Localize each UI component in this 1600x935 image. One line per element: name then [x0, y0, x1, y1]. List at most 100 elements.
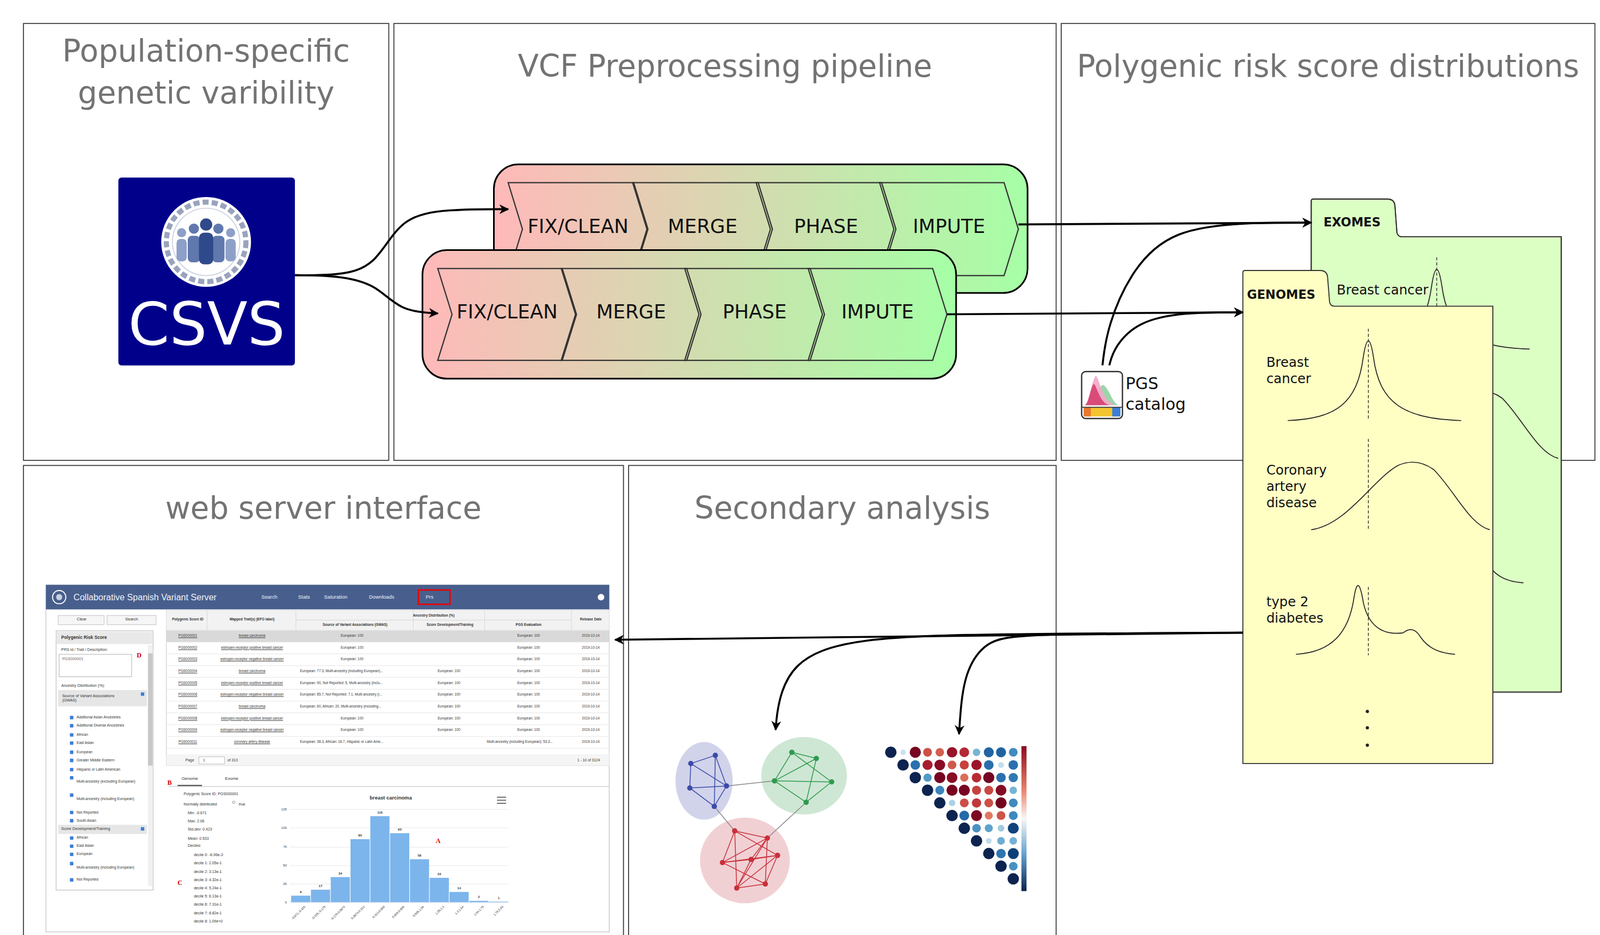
- text-holder: EXOMES: [1323, 214, 1387, 231]
- result-card: [1365, 709, 1370, 713]
- screen-text: 2019-10-14: [581, 692, 600, 697]
- correlation-heatmap: [985, 811, 994, 820]
- correlation-heatmap: [1008, 772, 1018, 783]
- screen-text: Source of Variant Associations (GWAS): [322, 622, 388, 627]
- text-holder: GENOMES: [1246, 286, 1321, 303]
- screen-text: Multi-ancestry (including European): [76, 796, 140, 802]
- pipeline-step: FIX/CLEAN: [437, 268, 577, 361]
- screen-text: estrogen-receptor negative breast cancer: [220, 692, 284, 697]
- pipeline-step: FIX/CLEAN: [508, 182, 649, 276]
- network-graph: [734, 831, 737, 889]
- chevron-outline: [808, 268, 947, 361]
- network-graph: [731, 828, 738, 834]
- network-graph: [762, 881, 768, 887]
- card-heading: GENOMES: [1246, 286, 1321, 303]
- web-screenshot: [496, 802, 507, 804]
- screen-text: PGS000004: [178, 668, 198, 673]
- panel-title: Population-specific genetic varibility: [23, 30, 389, 115]
- screen-text: European: 77.3, Multi-ancestry (includin…: [299, 668, 383, 673]
- screen-text: Greater Middle Eastern: [76, 758, 140, 763]
- correlation-heatmap: [909, 746, 921, 758]
- web-screenshot: [390, 833, 410, 903]
- node-label: IMPUTE: [879, 213, 1019, 240]
- csvs-logo: [161, 197, 251, 287]
- web-screenshot: [290, 809, 509, 903]
- network-graph: [774, 780, 806, 803]
- correlation-heatmap: [960, 798, 969, 808]
- panel: PGS catalogPolygenic risk score distribu…: [1061, 23, 1596, 461]
- screen-text: PGS000011: [178, 739, 198, 744]
- correlation-heatmap: [984, 785, 994, 796]
- correlation-heatmap: [958, 822, 970, 834]
- screen-text: South Asian: [76, 818, 140, 823]
- card-heading: EXOMES: [1323, 214, 1387, 231]
- correlation-heatmap: [946, 809, 958, 822]
- network-graph: [774, 852, 781, 859]
- node-label: FIX/CLEAN: [508, 213, 649, 240]
- csvs-logo: [188, 223, 200, 235]
- pipeline-step: PHASE: [684, 268, 825, 361]
- screen-text: Multi-ancestry (including European): 53.…: [486, 739, 553, 744]
- screen-text: PGS000007: [178, 704, 198, 709]
- panel: CSVSPopulation-specific genetic varibili…: [23, 23, 389, 461]
- web-screenshot: [290, 809, 509, 810]
- csvs-logo: [172, 208, 240, 276]
- web-screenshot: [56, 630, 153, 890]
- node-label: MERGE: [632, 213, 773, 240]
- screen-text: decile 1: 2.05e-1: [193, 860, 222, 866]
- result-card: [1365, 725, 1370, 730]
- screen-text: 2019-10-14: [581, 645, 600, 650]
- correlation-heatmap: [995, 784, 1007, 796]
- screen-text: Exome: [224, 776, 238, 781]
- node-label: FIX/CLEAN: [437, 298, 577, 326]
- pipeline-band: [422, 250, 957, 379]
- panel-title: Secondary analysis: [628, 487, 1057, 530]
- csvs-logo: [166, 201, 246, 282]
- screen-text: breast carcinoma: [238, 704, 266, 709]
- screen-text: Source of Variant Associations (GWAS): [62, 693, 126, 703]
- web-screenshot: [166, 630, 610, 643]
- screen-text: 1: [497, 895, 500, 900]
- network-graph: [736, 855, 778, 889]
- screen-text: Deciles:: [187, 843, 202, 848]
- network-graph: [712, 752, 719, 759]
- web-screenshot: [52, 590, 66, 604]
- network-graph: [789, 749, 795, 755]
- network-graph: [736, 883, 766, 889]
- network-graph: [736, 859, 752, 889]
- web-screenshot: [69, 878, 73, 882]
- density-curve: [1368, 328, 1369, 421]
- csvs-logo: [199, 218, 214, 264]
- screen-text: decile 2: 3.13e-1: [193, 869, 222, 875]
- text-holder: MERGE: [561, 298, 701, 326]
- correlation-heatmap: [985, 838, 992, 845]
- correlation-heatmap: [935, 785, 945, 795]
- web-screenshot: [166, 610, 610, 631]
- correlation-heatmap: [935, 747, 945, 757]
- screen-text: European: 100: [437, 728, 461, 732]
- correlation-heatmap: [1009, 837, 1018, 845]
- screen-text: PGS Evaluation: [515, 622, 542, 627]
- correlation-heatmap: [970, 835, 983, 847]
- screen-text: European: 100: [517, 633, 540, 638]
- screen-text: 50: [282, 863, 287, 868]
- screen-text: breast carcinoma: [369, 795, 412, 802]
- screen-text: 2019-10-14: [581, 704, 600, 709]
- screen-text: Score Development/Training: [426, 622, 474, 627]
- csvs-logo: [176, 228, 187, 238]
- web-screenshot: [69, 836, 73, 840]
- result-card: GENOMESBreast cancerCoronary artery dise…: [1242, 270, 1493, 764]
- web-screenshot: [166, 754, 610, 766]
- screen-text: European: 100: [517, 668, 540, 673]
- screen-text: PGS000008: [178, 716, 198, 720]
- web-screenshot: [496, 796, 507, 798]
- network-graph: [675, 736, 847, 904]
- screen-text: 14: [457, 885, 461, 890]
- correlation-heatmap: [946, 747, 958, 758]
- network-graph: [813, 755, 820, 762]
- screen-text: European: 100: [517, 680, 540, 685]
- csvs-logo: [200, 218, 213, 231]
- screen-text: 100: [281, 825, 287, 830]
- screen-text: European: [76, 749, 140, 755]
- web-screenshot: [69, 844, 73, 848]
